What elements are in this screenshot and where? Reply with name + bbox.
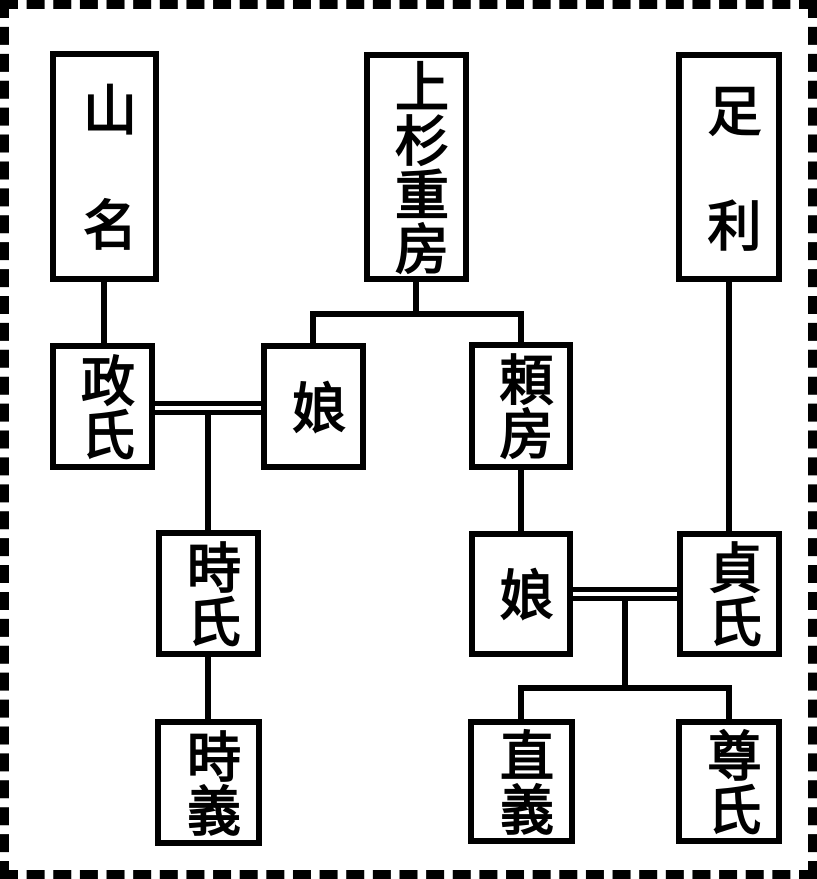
edge-branch-musume-left: [310, 311, 316, 345]
node-tokiuji-label: 時氏: [178, 539, 239, 648]
node-yorifusa-label: 頼房: [491, 352, 551, 460]
edge-marriage-left-tokiuji: [205, 411, 211, 533]
node-yamana-label: 山名: [74, 82, 135, 312]
node-masauji-label: 政氏: [72, 352, 133, 461]
node-uesugi-shigefusa-label: 上杉重房: [386, 59, 447, 275]
node-sadauji-label: 貞氏: [699, 540, 760, 648]
edge-marriage-right-stem: [622, 597, 628, 691]
edge-tokiuji-tokiyoshi: [205, 655, 211, 721]
node-ashikaga-label: 足利: [699, 82, 759, 313]
node-tokiyoshi: 時義: [155, 719, 262, 846]
node-masauji: 政氏: [50, 343, 155, 470]
node-takauji: 尊氏: [676, 719, 782, 844]
node-daughter-right: 娘: [469, 531, 573, 657]
node-yamana: 山名: [50, 51, 159, 312]
node-tadayoshi: 直義: [468, 719, 575, 844]
node-tokiyoshi-label: 時義: [178, 728, 239, 837]
node-daughter-right-label: 娘: [491, 567, 551, 621]
edge-shigefusa-branch: [310, 311, 524, 317]
edge-shigefusa-stem: [413, 280, 419, 315]
edge-branch-takauji: [726, 685, 732, 721]
node-ashikaga: 足利: [676, 52, 782, 313]
node-tadayoshi-label: 直義: [491, 727, 552, 836]
node-daughter-left-label: 娘: [283, 379, 344, 434]
node-tokiuji: 時氏: [156, 530, 261, 657]
edge-branch-tadayoshi: [518, 685, 524, 721]
node-sadauji: 貞氏: [677, 531, 782, 657]
edge-branch-yorifusa: [518, 311, 524, 344]
edge-children-branch: [518, 685, 732, 691]
node-daughter-left: 娘: [261, 343, 366, 470]
edge-ashikaga-sadauji: [726, 280, 732, 533]
node-uesugi-shigefusa: 上杉重房: [364, 52, 469, 282]
node-yorifusa: 頼房: [469, 342, 573, 470]
edge-yorifusa-musume-right: [518, 468, 524, 533]
node-takauji-label: 尊氏: [699, 727, 759, 836]
edge-yamana-masauji: [101, 280, 107, 345]
